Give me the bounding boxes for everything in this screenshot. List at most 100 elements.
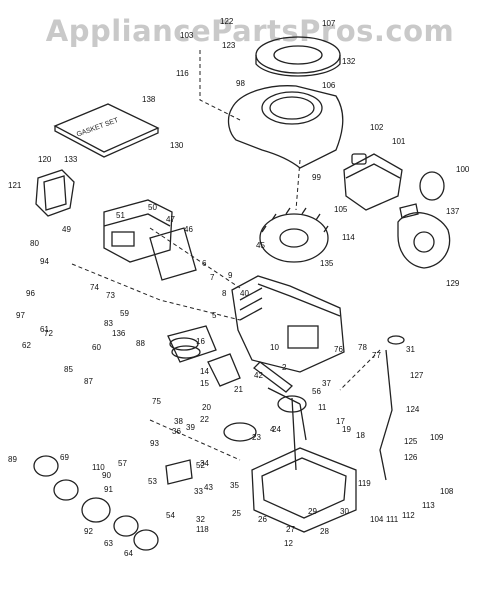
gasket-set-label: GASKET SET bbox=[76, 117, 120, 139]
part-label-34: 34 bbox=[200, 459, 209, 468]
part-label-120: 120 bbox=[38, 155, 52, 164]
part-label-18: 18 bbox=[356, 431, 365, 440]
connecting-rod bbox=[253, 361, 293, 393]
part-label-32: 32 bbox=[196, 515, 205, 524]
part-label-138: 138 bbox=[142, 95, 156, 104]
dipstick-cap bbox=[387, 335, 405, 345]
part-label-19: 19 bbox=[342, 425, 351, 434]
part-label-125: 125 bbox=[404, 437, 418, 446]
part-label-93: 93 bbox=[150, 439, 159, 448]
part-label-101: 101 bbox=[392, 137, 406, 146]
part-label-83: 83 bbox=[104, 319, 113, 328]
part-label-64: 64 bbox=[124, 549, 133, 558]
muffler bbox=[167, 325, 217, 363]
part-label-51: 51 bbox=[116, 211, 125, 220]
part-label-110: 110 bbox=[92, 463, 105, 472]
part-label-22: 22 bbox=[200, 415, 209, 424]
part-label-61: 61 bbox=[40, 325, 49, 334]
part-label-114: 114 bbox=[342, 233, 355, 242]
part-label-108: 108 bbox=[440, 487, 454, 496]
part-label-94: 94 bbox=[40, 257, 49, 266]
part-label-90: 90 bbox=[102, 471, 111, 480]
leader-lines bbox=[71, 50, 381, 461]
part-label-112: 112 bbox=[402, 511, 415, 520]
part-label-73: 73 bbox=[106, 291, 115, 300]
part-label-116: 116 bbox=[176, 69, 189, 78]
part-label-103: 103 bbox=[180, 31, 194, 40]
part-label-111: 111 bbox=[386, 515, 399, 524]
piston bbox=[207, 353, 241, 387]
part-label-37: 37 bbox=[322, 379, 331, 388]
part-label-102: 102 bbox=[370, 123, 384, 132]
part-label-85: 85 bbox=[64, 365, 73, 374]
part-label-17: 17 bbox=[336, 417, 345, 426]
part-label-25: 25 bbox=[232, 509, 241, 518]
part-label-8: 8 bbox=[222, 289, 227, 298]
part-label-49: 49 bbox=[62, 225, 71, 234]
part-label-45: 45 bbox=[256, 241, 265, 250]
part-label-39: 39 bbox=[186, 423, 195, 432]
part-label-77: 77 bbox=[372, 351, 381, 360]
part-label-136: 136 bbox=[112, 329, 126, 338]
part-label-33: 33 bbox=[194, 487, 203, 496]
part-label-54: 54 bbox=[166, 511, 175, 520]
part-label-36: 36 bbox=[172, 427, 181, 436]
part-label-137: 137 bbox=[446, 207, 460, 216]
part-label-9: 9 bbox=[228, 271, 233, 280]
part-label-106: 106 bbox=[322, 81, 336, 90]
part-label-62: 62 bbox=[22, 341, 31, 350]
part-label-12: 12 bbox=[284, 539, 293, 548]
watermark: AppliancePartsPros.com bbox=[45, 14, 455, 48]
air-cleaner bbox=[35, 169, 75, 217]
part-label-31: 31 bbox=[406, 345, 415, 354]
part-label-89: 89 bbox=[8, 455, 17, 464]
part-label-130: 130 bbox=[170, 141, 184, 150]
part-label-46: 46 bbox=[184, 225, 193, 234]
part-label-104: 104 bbox=[370, 515, 384, 524]
part-label-42: 42 bbox=[254, 371, 263, 380]
part-label-119: 119 bbox=[358, 479, 371, 488]
part-label-109: 109 bbox=[430, 433, 444, 442]
crankcase-sump bbox=[251, 447, 357, 533]
part-label-60: 60 bbox=[92, 343, 101, 352]
part-label-75: 75 bbox=[152, 397, 161, 406]
governor bbox=[165, 459, 193, 485]
part-label-40: 40 bbox=[240, 289, 249, 298]
part-label-97: 97 bbox=[16, 311, 25, 320]
fuel-tank bbox=[343, 153, 403, 211]
part-label-127: 127 bbox=[410, 371, 424, 380]
part-label-107: 107 bbox=[322, 19, 336, 28]
part-label-11: 11 bbox=[318, 403, 327, 412]
part-label-98: 98 bbox=[236, 79, 245, 88]
flywheel bbox=[259, 207, 329, 263]
part-label-91: 91 bbox=[104, 485, 113, 494]
part-label-87: 87 bbox=[84, 377, 93, 386]
cylinder-block bbox=[231, 275, 345, 373]
part-label-59: 59 bbox=[120, 309, 129, 318]
part-label-38: 38 bbox=[174, 417, 183, 426]
part-label-100: 100 bbox=[456, 165, 470, 174]
part-label-26: 26 bbox=[258, 515, 267, 524]
part-label-30: 30 bbox=[340, 507, 349, 516]
part-label-118: 118 bbox=[196, 525, 209, 534]
part-label-2: 2 bbox=[282, 363, 287, 372]
carb-gasket bbox=[149, 227, 197, 281]
part-label-105: 105 bbox=[334, 205, 348, 214]
part-label-74: 74 bbox=[90, 283, 99, 292]
gasket-set-envelope: GASKET SET bbox=[53, 103, 160, 158]
part-label-76: 76 bbox=[334, 345, 343, 354]
part-label-113: 113 bbox=[422, 501, 435, 510]
part-label-5: 5 bbox=[212, 311, 217, 320]
part-label-52: 52 bbox=[196, 461, 205, 470]
part-label-24: 24 bbox=[272, 425, 281, 434]
part-label-53: 53 bbox=[148, 477, 157, 486]
part-label-14: 14 bbox=[200, 367, 209, 376]
part-label-15: 15 bbox=[200, 379, 209, 388]
part-label-99: 99 bbox=[312, 173, 321, 182]
part-label-132: 132 bbox=[342, 57, 356, 66]
part-label-50: 50 bbox=[148, 203, 157, 212]
part-label-4: 4 bbox=[270, 425, 275, 434]
part-label-27: 27 bbox=[286, 525, 295, 534]
part-label-21: 21 bbox=[234, 385, 243, 394]
